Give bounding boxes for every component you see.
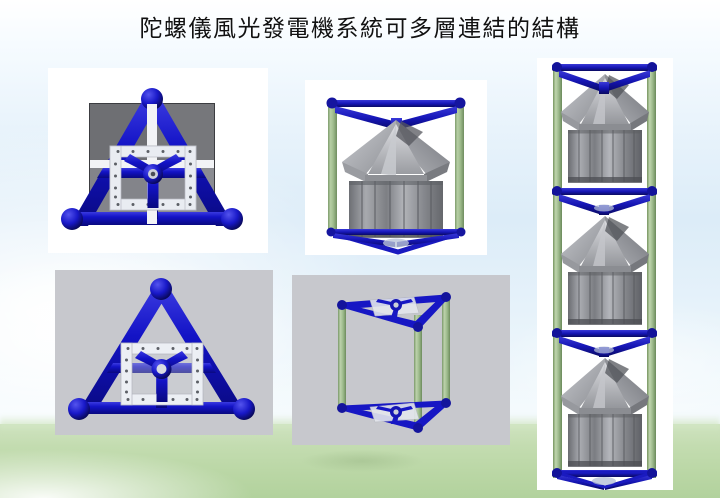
plate-cross-lines <box>90 104 214 224</box>
green-column-back-right <box>442 297 450 405</box>
green-column-back-left <box>338 305 346 408</box>
blue-brace-mid-2 <box>552 328 657 357</box>
blue-brace-mid-1 <box>552 186 657 215</box>
blue-brace-top <box>552 62 657 94</box>
green-column-front <box>414 315 422 427</box>
green-column-left <box>328 102 337 230</box>
figure-single-turbine-unit-hit[interactable] <box>305 80 487 255</box>
figure-plan-view-frame-only-hit[interactable] <box>55 270 273 435</box>
blue-base-frame <box>552 468 657 490</box>
corner-knobs <box>337 292 451 433</box>
y-shaped-hub <box>124 154 182 208</box>
figure-single-turbine-unit <box>305 80 487 255</box>
bottom-hub-plate <box>369 402 420 424</box>
blue-base-frame <box>326 227 466 255</box>
figure-plan-view-with-base-plate <box>48 68 268 253</box>
figure-empty-triangular-prism-frame <box>292 275 510 445</box>
y-shaped-hub <box>135 351 188 402</box>
figure-plan-view-with-base-plate-hit[interactable] <box>48 68 268 253</box>
green-column-right <box>455 102 464 230</box>
solar-roof <box>342 120 450 184</box>
figure-plan-view-frame-only <box>55 270 273 435</box>
green-column-right <box>647 64 656 478</box>
page-title: 陀螺儀風光發電機系統可多層連結的結構 <box>139 16 581 42</box>
green-column-left <box>553 64 562 478</box>
figure-three-stage-stacked-tower <box>537 58 673 490</box>
figure-empty-triangular-prism-frame-hit[interactable] <box>292 275 510 445</box>
top-hub-plate <box>369 296 420 317</box>
figure-three-stage-stacked-tower-hit[interactable] <box>537 58 673 490</box>
